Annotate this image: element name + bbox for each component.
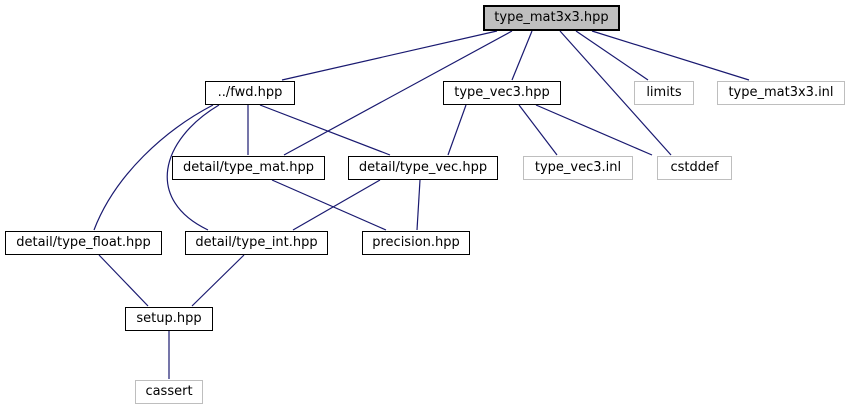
edge-type_vec3_hpp-to-detail_type_vec_hpp bbox=[447, 104, 467, 156]
edge-detail_type_mat_hpp-to-precision_hpp bbox=[271, 179, 387, 231]
edge-type_mat3x3_hpp-to-type_vec3_hpp bbox=[511, 30, 533, 81]
edge-type_mat3x3_hpp-to-type_mat3x3_inl bbox=[591, 30, 750, 81]
node-type-vec3-inl: type_vec3.inl bbox=[523, 156, 633, 180]
node-detail-type-float-hpp[interactable]: detail/type_float.hpp bbox=[5, 231, 162, 255]
node-cstddef: cstddef bbox=[657, 156, 732, 180]
node-fwd-hpp[interactable]: ../fwd.hpp bbox=[205, 81, 295, 105]
edge-type_mat3x3_hpp-to-fwd_hpp bbox=[281, 30, 498, 81]
node-detail-type-vec-hpp[interactable]: detail/type_vec.hpp bbox=[348, 156, 498, 180]
node-setup-hpp[interactable]: setup.hpp bbox=[125, 307, 213, 331]
edge-detail_type_vec_hpp-to-precision_hpp bbox=[416, 179, 421, 231]
edge-type_vec3_hpp-to-cstddef bbox=[535, 104, 653, 156]
edge-detail_type_vec_hpp-to-detail_type_int_hpp bbox=[292, 179, 381, 231]
node-limits: limits bbox=[634, 81, 694, 105]
edge-detail_type_float_hpp-to-setup_hpp bbox=[98, 254, 149, 307]
node-type-mat3x3-hpp: type_mat3x3.hpp bbox=[483, 5, 620, 31]
node-cassert: cassert bbox=[135, 380, 203, 404]
node-precision-hpp[interactable]: precision.hpp bbox=[362, 231, 470, 255]
edge-detail_type_int_hpp-to-setup_hpp bbox=[191, 254, 245, 307]
node-detail-type-int-hpp[interactable]: detail/type_int.hpp bbox=[185, 231, 328, 255]
edge-type_vec3_hpp-to-type_vec3_inl bbox=[518, 104, 558, 156]
edge-type_mat3x3_hpp-to-limits bbox=[575, 30, 649, 81]
node-detail-type-mat-hpp[interactable]: detail/type_mat.hpp bbox=[172, 156, 325, 180]
node-type-mat3x3-inl: type_mat3x3.inl bbox=[717, 81, 845, 105]
node-type-vec3-hpp[interactable]: type_vec3.hpp bbox=[443, 81, 561, 105]
edge-fwd_hpp-to-detail_type_vec_hpp bbox=[259, 104, 391, 156]
